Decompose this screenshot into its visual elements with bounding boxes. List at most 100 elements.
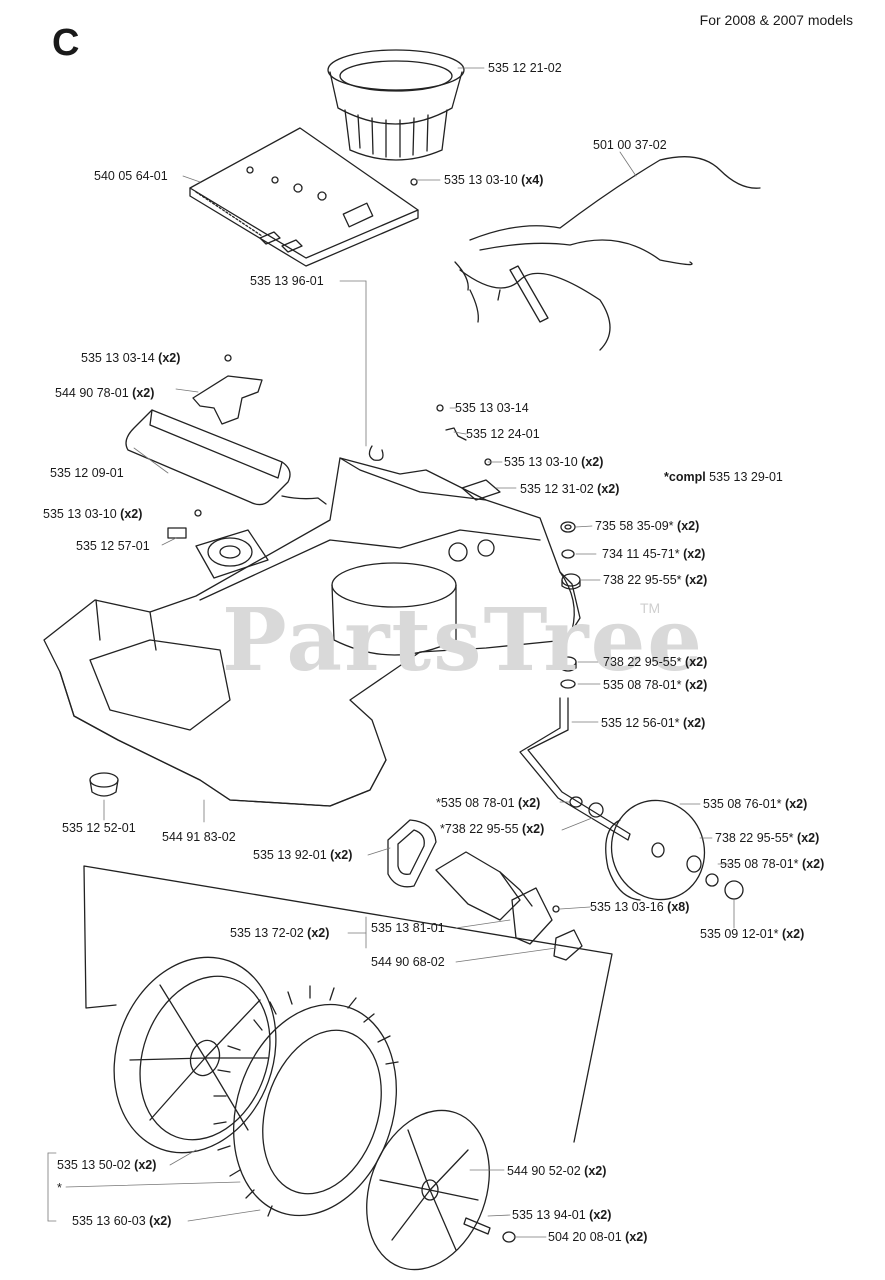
part-label-l25: 535 12 52-01 bbox=[62, 821, 136, 835]
part-label-l24: 738 22 95-55* (x2) bbox=[715, 831, 819, 845]
part-number: * bbox=[57, 1181, 62, 1195]
part-label-l11: 535 12 09-01 bbox=[50, 466, 124, 480]
part-number: 535 08 78-01* bbox=[603, 678, 682, 692]
part-number: 535 08 76-01* bbox=[703, 797, 782, 811]
cylinder-sleeve-part bbox=[327, 49, 465, 161]
part-number: 544 90 52-02 bbox=[507, 1164, 581, 1178]
part-qty: (x2) bbox=[683, 716, 706, 730]
part-qty: (x2) bbox=[584, 1164, 607, 1178]
part-label-l37: 535 13 94-01 (x2) bbox=[512, 1208, 611, 1222]
part-label-l35: * bbox=[57, 1181, 62, 1195]
part-label-l22: 535 08 76-01* (x2) bbox=[703, 797, 807, 811]
part-label-l20: 535 12 56-01* (x2) bbox=[601, 716, 705, 730]
part-label-l18: 738 22 95-55* (x2) bbox=[603, 655, 707, 669]
part-qty: (x2) bbox=[685, 573, 708, 587]
part-qty: (x2) bbox=[802, 857, 825, 871]
leader-lines bbox=[47, 67, 735, 1238]
part-label-l27: 535 13 92-01 (x2) bbox=[253, 848, 352, 862]
part-number: 535 13 94-01 bbox=[512, 1208, 586, 1222]
part-qty: (x2) bbox=[307, 926, 330, 940]
part-label-l32: 535 09 12-01* (x2) bbox=[700, 927, 804, 941]
part-label-l30: 535 13 72-02 (x2) bbox=[230, 926, 329, 940]
part-qty: (x2) bbox=[158, 351, 181, 365]
part-label-l01: 535 12 21-02 bbox=[488, 61, 562, 75]
header-note: For 2008 & 2007 models bbox=[699, 12, 853, 28]
part-label-l09: 535 12 24-01 bbox=[466, 427, 540, 441]
part-number: 535 13 50-02 bbox=[57, 1158, 131, 1172]
part-number: 738 22 95-55* bbox=[603, 655, 682, 669]
part-number: 535 08 78-01* bbox=[720, 857, 799, 871]
part-label-l04: 535 13 03-10 (x4) bbox=[444, 173, 543, 187]
part-label-l28: 535 08 78-01* (x2) bbox=[720, 857, 824, 871]
part-number: 544 90 68-02 bbox=[371, 955, 445, 969]
part-qty: (x2) bbox=[134, 1158, 157, 1172]
part-label-l08: 535 13 03-14 bbox=[455, 401, 529, 415]
part-qty: (x8) bbox=[667, 900, 690, 914]
part-number: 535 13 60-03 bbox=[72, 1214, 146, 1228]
part-label-l23: *738 22 95-55 (x2) bbox=[440, 822, 544, 836]
part-number: 535 12 57-01 bbox=[76, 539, 150, 553]
part-label-l26: 544 91 83-02 bbox=[162, 830, 236, 844]
wheel-rim-part bbox=[113, 956, 277, 1154]
part-label-l12: 535 12 31-02 (x2) bbox=[520, 482, 619, 496]
part-label-l39: 504 20 08-01 (x2) bbox=[548, 1230, 647, 1244]
part-number: 535 09 12-01* bbox=[700, 927, 779, 941]
part-label-l05: 535 13 96-01 bbox=[250, 274, 324, 288]
part-qty: (x2) bbox=[518, 796, 541, 810]
part-qty: (x2) bbox=[683, 547, 706, 561]
part-qty: (x2) bbox=[677, 519, 700, 533]
battery-part bbox=[125, 409, 327, 506]
part-label-l38: 535 13 60-03 (x2) bbox=[72, 1214, 171, 1228]
compl-note: *compl 535 13 29-01 bbox=[664, 470, 783, 484]
part-label-l16: 734 11 45-71* (x2) bbox=[602, 547, 705, 561]
part-number: 735 58 35-09* bbox=[595, 519, 674, 533]
watermark-text: PartsTree bbox=[222, 590, 705, 691]
part-qty: (x2) bbox=[149, 1214, 172, 1228]
section-letter: C bbox=[52, 22, 80, 64]
part-qty: (x2) bbox=[132, 386, 155, 400]
part-number: 738 22 95-55* bbox=[715, 831, 794, 845]
part-number: 535 13 92-01 bbox=[253, 848, 327, 862]
part-number: 501 00 37-02 bbox=[593, 138, 667, 152]
part-number: 535 12 09-01 bbox=[50, 466, 124, 480]
part-number: 734 11 45-71* bbox=[602, 547, 680, 561]
part-number: 504 20 08-01 bbox=[548, 1230, 622, 1244]
part-qty: (x2) bbox=[785, 797, 808, 811]
part-label-l29: 535 13 03-16 (x8) bbox=[590, 900, 689, 914]
part-number: 540 05 64-01 bbox=[94, 169, 168, 183]
part-label-l17: 738 22 95-55* (x2) bbox=[603, 573, 707, 587]
chassis-part bbox=[43, 457, 581, 807]
circuit-board-part bbox=[189, 127, 419, 267]
part-qty: (x2) bbox=[330, 848, 353, 862]
part-qty: (x2) bbox=[597, 482, 620, 496]
part-qty: (x2) bbox=[797, 831, 820, 845]
part-label-l21: *535 08 78-01 (x2) bbox=[436, 796, 540, 810]
part-label-l03: 540 05 64-01 bbox=[94, 169, 168, 183]
part-number: 535 13 03-10 bbox=[504, 455, 578, 469]
part-number: 535 12 21-02 bbox=[488, 61, 562, 75]
part-number: 535 13 03-10 bbox=[444, 173, 518, 187]
part-number: 544 91 83-02 bbox=[162, 830, 236, 844]
part-number: 535 13 81-01 bbox=[371, 921, 445, 935]
part-number: 535 13 72-02 bbox=[230, 926, 304, 940]
part-qty: (x4) bbox=[521, 173, 544, 187]
part-label-l14: 735 58 35-09* (x2) bbox=[595, 519, 699, 533]
part-number: 535 13 03-10 bbox=[43, 507, 117, 521]
part-qty: (x2) bbox=[522, 822, 545, 836]
bracket-part bbox=[192, 354, 263, 425]
watermark-tm: TM bbox=[640, 600, 661, 616]
front-wheel-parts bbox=[519, 521, 744, 901]
part-number: 738 22 95-55* bbox=[603, 573, 682, 587]
part-number: 535 12 52-01 bbox=[62, 821, 136, 835]
part-label-l06: 535 13 03-14 (x2) bbox=[81, 351, 180, 365]
part-number: 535 13 03-14 bbox=[455, 401, 529, 415]
part-qty: (x2) bbox=[782, 927, 805, 941]
compl-note-part: 535 13 29-01 bbox=[709, 470, 783, 484]
part-label-l10: 535 13 03-10 (x2) bbox=[504, 455, 603, 469]
drive-wheel-frame bbox=[83, 865, 613, 1143]
foot-part bbox=[89, 772, 119, 797]
part-number: 544 90 78-01 bbox=[55, 386, 129, 400]
part-qty: (x2) bbox=[625, 1230, 648, 1244]
part-label-l36: 544 90 52-02 (x2) bbox=[507, 1164, 606, 1178]
